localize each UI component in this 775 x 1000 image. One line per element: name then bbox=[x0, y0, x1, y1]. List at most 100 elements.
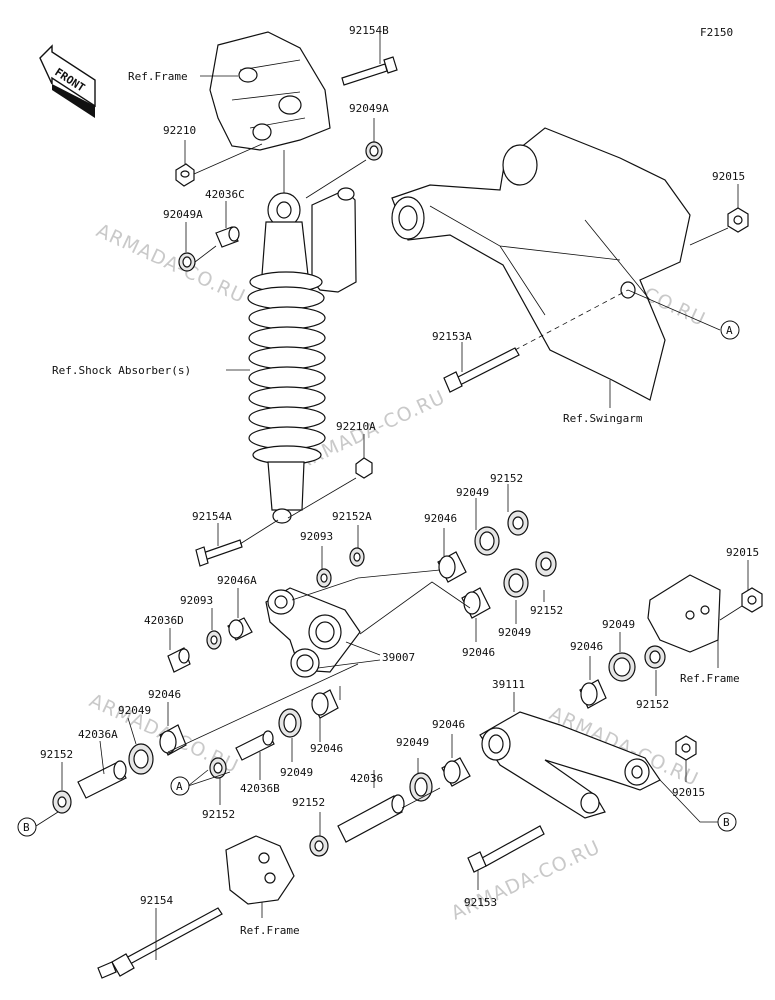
part-label: 92046 bbox=[148, 688, 181, 701]
part-label: 92049 bbox=[118, 704, 151, 717]
part-label: 92049 bbox=[280, 766, 313, 779]
part-label: 42036D bbox=[144, 614, 184, 627]
washer-92049-right bbox=[608, 652, 636, 682]
frame-bracket-top bbox=[209, 31, 331, 151]
washer-92049-left bbox=[128, 743, 154, 775]
part-label: 92152 bbox=[636, 698, 669, 711]
washer-92049-upper bbox=[474, 526, 500, 556]
part-label: 92049A bbox=[163, 208, 203, 221]
svg-text:B: B bbox=[23, 821, 30, 834]
ref-shock-absorber: Ref.Shock Absorber(s) bbox=[52, 364, 191, 377]
washer-92093-lower bbox=[206, 630, 222, 650]
collar-42036 bbox=[337, 794, 405, 843]
svg-text:B: B bbox=[723, 816, 730, 829]
leader-lines bbox=[35, 34, 749, 960]
washer-92049-lower-right bbox=[409, 772, 433, 802]
part-label: 92154B bbox=[349, 24, 389, 37]
part-label: 92046 bbox=[310, 742, 343, 755]
callout-b-right: B bbox=[717, 812, 737, 832]
part-label: 92015 bbox=[712, 170, 745, 183]
frame-bracket-bottom bbox=[225, 835, 295, 905]
shock-absorber bbox=[247, 187, 357, 524]
part-label: 42036B bbox=[240, 782, 280, 795]
ref-swingarm: Ref.Swingarm bbox=[563, 412, 643, 425]
washer-92152-right bbox=[644, 645, 666, 669]
part-label: 39007 bbox=[382, 651, 415, 664]
part-label: 92153 bbox=[464, 896, 497, 909]
part-label: 39111 bbox=[492, 678, 525, 691]
bolt-92154 bbox=[97, 907, 223, 979]
washer-92093-upper bbox=[316, 568, 332, 588]
svg-text:A: A bbox=[726, 324, 733, 337]
rocker-arm-39007 bbox=[265, 587, 361, 678]
washer-92049-mid bbox=[503, 568, 529, 598]
bolt-92153 bbox=[467, 825, 545, 873]
part-label: 92152 bbox=[292, 796, 325, 809]
part-label: 92152A bbox=[332, 510, 372, 523]
part-label: 92093 bbox=[300, 530, 333, 543]
washer-92152-upper bbox=[507, 510, 529, 536]
bolt-92154b bbox=[341, 56, 398, 86]
bearing-92046-right bbox=[579, 679, 607, 709]
part-label: 92046 bbox=[570, 640, 603, 653]
watermark-6: ARMADA-CO.RU bbox=[448, 836, 604, 924]
ref-frame-bottom: Ref.Frame bbox=[240, 924, 300, 937]
part-label: 92154A bbox=[192, 510, 232, 523]
part-label: 92152 bbox=[530, 604, 563, 617]
collar-42036a bbox=[77, 760, 127, 799]
bolt-92153a bbox=[443, 347, 520, 393]
bearing-92046-upper bbox=[437, 551, 467, 583]
callout-b-left: B bbox=[17, 817, 37, 837]
part-label: 92046 bbox=[462, 646, 495, 659]
part-label: 92015 bbox=[672, 786, 705, 799]
part-label: 92046 bbox=[432, 718, 465, 731]
svg-text:A: A bbox=[176, 780, 183, 793]
nut-92015-top bbox=[727, 207, 749, 233]
collar-42036d bbox=[167, 647, 191, 673]
part-number-labels: 92154B 92049A 92210 42036C 92049A 92015 … bbox=[40, 24, 759, 909]
part-label: 92015 bbox=[726, 546, 759, 559]
washer-92049a-top bbox=[365, 141, 383, 161]
swingarm bbox=[391, 127, 691, 401]
part-label: 92046 bbox=[424, 512, 457, 525]
nut-92210a bbox=[355, 457, 373, 479]
bolt-92154a bbox=[195, 539, 243, 567]
bearing-92046-center bbox=[311, 689, 339, 719]
washer-92152-mid bbox=[535, 551, 557, 577]
part-label: 92152 bbox=[40, 748, 73, 761]
washer-92152a bbox=[349, 547, 365, 567]
part-label: 92049 bbox=[498, 626, 531, 639]
figure-code: F2150 bbox=[700, 26, 733, 39]
ref-frame-right: Ref.Frame bbox=[680, 672, 740, 685]
nut-92015-lower bbox=[675, 735, 697, 761]
part-label: 92046A bbox=[217, 574, 257, 587]
front-direction-badge: FRONT bbox=[39, 44, 96, 118]
tie-rod-39111 bbox=[479, 711, 661, 819]
part-label: 92049 bbox=[396, 736, 429, 749]
washer-92152-center bbox=[209, 757, 227, 779]
callout-a-right: A bbox=[720, 320, 740, 340]
part-label: 42036A bbox=[78, 728, 118, 741]
part-label: 92049A bbox=[349, 102, 389, 115]
part-label: 92049 bbox=[456, 486, 489, 499]
washer-92152-left bbox=[52, 790, 72, 814]
bearing-92046-mid bbox=[461, 587, 491, 619]
part-label: 92210 bbox=[163, 124, 196, 137]
part-label: 92152 bbox=[202, 808, 235, 821]
part-label: 92093 bbox=[180, 594, 213, 607]
part-label: 92152 bbox=[490, 472, 523, 485]
washer-92049a-left bbox=[178, 252, 196, 272]
washer-92049-center bbox=[278, 708, 302, 738]
nut-92015-right bbox=[741, 587, 763, 613]
part-label: 92154 bbox=[140, 894, 173, 907]
part-label: 42036C bbox=[205, 188, 245, 201]
bearing-92046-lower-right bbox=[441, 757, 471, 787]
part-label: 92153A bbox=[432, 330, 472, 343]
collar-42036c bbox=[215, 226, 240, 248]
ref-frame-top: Ref.Frame bbox=[128, 70, 188, 83]
nut-92210 bbox=[175, 163, 195, 187]
bearing-92046-left bbox=[159, 724, 187, 756]
frame-bracket-right bbox=[647, 574, 721, 653]
part-label: 92049 bbox=[602, 618, 635, 631]
